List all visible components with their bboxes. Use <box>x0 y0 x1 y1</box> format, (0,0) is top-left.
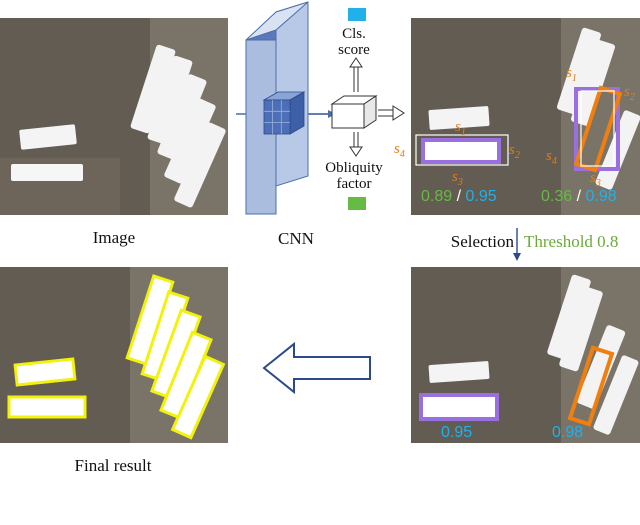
selected-image <box>411 267 640 443</box>
threshold-caption: Threshold 0.8 <box>524 232 619 251</box>
final-right-score: 0.98 <box>552 424 584 441</box>
label-s3-left: s3 <box>452 169 463 188</box>
label-s2-right: s2 <box>624 84 635 103</box>
cls-label-2: score <box>338 42 370 58</box>
cls-score-swatch <box>348 8 366 21</box>
cnn-kernel <box>262 91 306 135</box>
obliquity-swatch <box>348 197 366 210</box>
obl-label-1: Obliquity <box>325 160 383 176</box>
cls-label-1: Cls. <box>342 26 366 42</box>
right-cls-value: 0.98 <box>585 188 617 205</box>
right-sep: / <box>576 188 582 205</box>
cls-branch-arrow <box>349 57 363 92</box>
selection-caption: Selection <box>450 232 514 251</box>
cnn-caption: CNN <box>278 229 314 248</box>
selected-scene <box>411 267 640 443</box>
input-image-scene <box>0 18 228 215</box>
final-result-scene <box>0 267 228 443</box>
left-sep: / <box>456 188 462 205</box>
left-cls-value: 0.95 <box>465 188 497 205</box>
to-detections-arrow <box>378 105 405 121</box>
left-obliquity-value: 0.89 <box>421 188 453 205</box>
label-s2-left: s2 <box>509 142 520 161</box>
obl-label-2: factor <box>336 176 372 192</box>
input-image <box>0 18 228 215</box>
detections-image <box>411 18 640 215</box>
final-result-caption: Final result <box>74 456 152 475</box>
label-s4-right: s4 <box>546 148 557 167</box>
image-caption: Image <box>92 228 136 247</box>
label-s4-left: s4 <box>394 141 405 160</box>
detections-scene <box>411 18 640 215</box>
left-score-readout: 0.89 / 0.95 <box>421 188 497 206</box>
head-box <box>330 95 378 129</box>
final-left-score: 0.95 <box>441 424 473 441</box>
selection-arrow <box>513 228 521 261</box>
label-s1-right: s1 <box>566 65 577 84</box>
result-arrow <box>262 341 371 395</box>
right-score-readout: 0.36 / 0.98 <box>541 188 617 206</box>
label-s3-right: s3 <box>590 170 601 189</box>
label-s1-left: s1 <box>455 119 466 138</box>
obl-branch-arrow <box>349 132 363 157</box>
cnn-diagram <box>236 1 405 215</box>
final-result-image <box>0 267 228 443</box>
right-obliquity-value: 0.36 <box>541 188 573 205</box>
